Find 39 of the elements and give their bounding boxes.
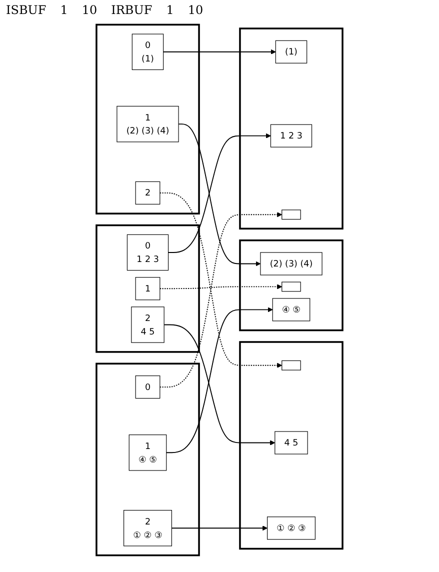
arrow [159, 212, 282, 388]
node-box: 1 (2) (3) (4) [116, 106, 179, 142]
cluster [239, 341, 344, 550]
arrow [166, 307, 273, 454]
node-box: 1 ④ ⑤ [128, 434, 167, 471]
node-box: ④ ⑤ [272, 298, 310, 322]
arrow [159, 284, 282, 290]
node-box: 0 (1) [132, 34, 164, 70]
axis-label: 1 [166, 3, 174, 17]
node-box: 2 ① ② ③ [124, 510, 172, 546]
node-box: 0 [135, 376, 160, 399]
axis-label: 10 [188, 3, 204, 17]
arrow [171, 526, 268, 531]
node-box: 0 1 2 3 [126, 234, 169, 271]
arrow [159, 192, 282, 368]
cluster [96, 362, 200, 556]
axis-label: IRBUF [111, 3, 152, 17]
axis-label: 1 [60, 3, 68, 17]
arrow [178, 124, 261, 266]
node-box: (1) [275, 40, 308, 64]
arrow [168, 133, 271, 253]
node-box: 1 2 3 [270, 124, 312, 148]
node-box: 4 5 [274, 431, 308, 454]
node-box: ① ② ③ [267, 516, 316, 540]
cluster [239, 28, 344, 230]
cluster [96, 24, 200, 214]
node-box [282, 360, 301, 370]
arrow [162, 49, 276, 54]
node-box: (2) (3) (4) [260, 252, 322, 276]
node-box: 2 [135, 181, 160, 204]
arrow [164, 324, 276, 446]
axis-label: 10 [82, 3, 98, 17]
node-box [282, 282, 301, 292]
cluster [96, 224, 200, 353]
node-box: 1 [135, 277, 160, 300]
cluster [239, 239, 344, 332]
axis-label: ISBUF [6, 3, 46, 17]
node-box: 2 4 5 [131, 306, 164, 343]
node-box [282, 210, 301, 220]
